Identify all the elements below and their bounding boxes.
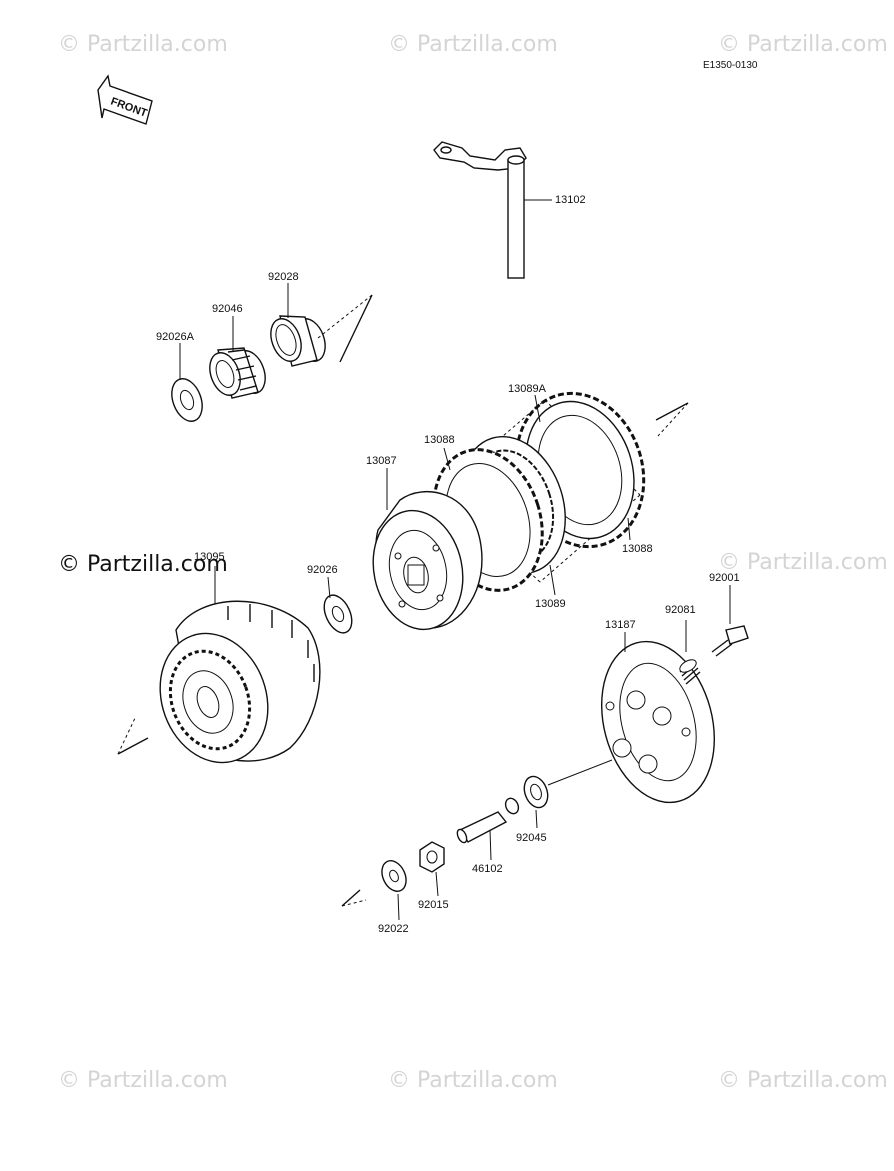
bush[interactable] [265, 283, 330, 367]
part-13088-right-label: 13088 [622, 543, 653, 555]
release-shaft[interactable] [433, 141, 552, 279]
part-13088-top-label: 13088 [424, 434, 455, 446]
part-92026a-label: 92026A [156, 331, 195, 343]
part-13087-label: 13087 [366, 455, 397, 467]
washer-92022[interactable] [377, 857, 410, 921]
watermark-top-left: © Partzilla.com [58, 32, 228, 57]
needle-bearing[interactable] [204, 316, 270, 399]
lock-nut[interactable] [419, 841, 445, 897]
part-92026-label: 92026 [307, 564, 338, 576]
part-92028-label: 92028 [268, 271, 299, 283]
clutch-housing[interactable] [143, 566, 321, 778]
washer-92026a[interactable] [166, 343, 207, 425]
watermark-bottom-left: © Partzilla.com [58, 1068, 228, 1093]
watermark-bottom-right: © Partzilla.com [718, 1068, 888, 1093]
part-13102-label: 13102 [555, 194, 586, 206]
watermark-bottom-center: © Partzilla.com [388, 1068, 558, 1093]
part-92045-label: 92045 [516, 832, 547, 844]
part-92022-label: 92022 [378, 923, 409, 935]
part-92081-label: 92081 [665, 604, 696, 616]
part-13089a-label: 13089A [508, 383, 547, 395]
part-46102-label: 46102 [472, 863, 503, 875]
part-92046-label: 92046 [212, 303, 243, 315]
watermark-top-center: © Partzilla.com [388, 32, 558, 57]
watermark-top-right: © Partzilla.com [718, 32, 888, 57]
front-label: FRONT [109, 96, 149, 120]
ball-bearing[interactable] [520, 759, 613, 829]
washer-92026[interactable] [319, 576, 358, 637]
part-92015-label: 92015 [418, 899, 449, 911]
push-rod[interactable] [455, 796, 520, 861]
clutch-bolt[interactable] [711, 585, 749, 657]
front-arrow-icon: FRONT [97, 74, 153, 125]
watermark-mid-right: © Partzilla.com [718, 550, 888, 575]
diagram-code: E1350-0130 [703, 60, 758, 71]
part-13187-label: 13187 [605, 619, 636, 631]
pressure-plate[interactable] [585, 629, 732, 815]
part-13089-label: 13089 [535, 598, 566, 610]
watermark-main: © Partzilla.com [58, 552, 228, 577]
part-13095-label: 13095 [194, 551, 225, 563]
part-92001-label: 92001 [709, 572, 740, 584]
clutch-hub[interactable] [362, 468, 483, 638]
clutch-spring[interactable] [678, 620, 701, 685]
